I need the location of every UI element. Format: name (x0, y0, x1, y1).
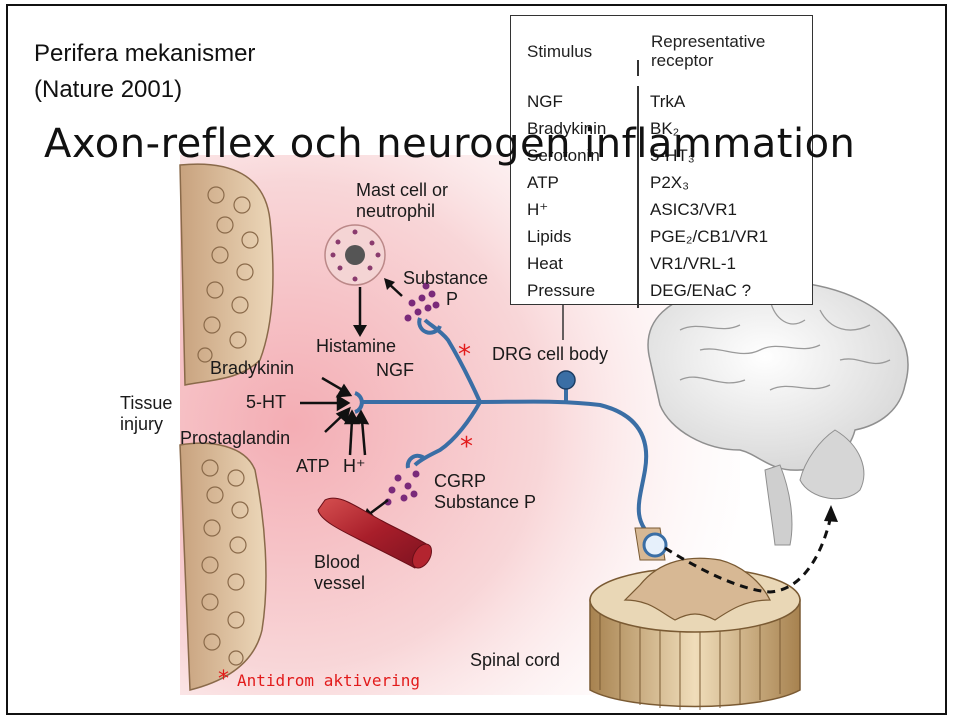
label-drg-cell-body: DRG cell body (492, 344, 608, 365)
asterisk-marker-top: * (458, 340, 471, 370)
label-substance-p-top-line2: P (446, 289, 458, 310)
label-spinal-cord: Spinal cord (470, 650, 560, 671)
table-row-receptor: VR1/VRL-1 (650, 254, 736, 274)
label-cgrp: CGRP (434, 471, 486, 492)
table-row-stimulus: Pressure (527, 281, 595, 301)
table-row-stimulus: H⁺ (527, 200, 548, 220)
label-bradykinin: Bradykinin (210, 358, 294, 379)
heading-line1: Perifera mekanismer (34, 40, 255, 68)
drg-cell-body (557, 371, 575, 389)
skin-tissue-upper (180, 164, 273, 385)
label-blood-vessel-line2: vessel (314, 573, 365, 594)
table-column-divider (637, 86, 639, 308)
footnote-asterisk: * (218, 667, 229, 692)
table-row-receptor: TrkA (650, 92, 685, 112)
label-5ht: 5-HT (246, 392, 286, 413)
table-row-receptor: ASIC3/VR1 (650, 200, 737, 220)
table-row-receptor: PGE₂/CB1/VR1 (650, 227, 768, 247)
slide-title: Axon-reflex och neurogen inflammation (44, 121, 855, 167)
mast-cell (325, 225, 385, 285)
label-atp: ATP (296, 456, 330, 477)
label-substance-p-top-line1: Substance (403, 268, 488, 289)
label-substance-p-bottom: Substance P (434, 492, 536, 513)
label-blood-vessel-line1: Blood (314, 552, 360, 573)
footnote: * Antidrom aktivering (218, 667, 420, 692)
table-header-receptor-line2: receptor (651, 51, 713, 70)
label-tissue-injury-line2: injury (120, 414, 163, 435)
label-mast-cell-line1: Mast cell or (356, 180, 448, 201)
table-header-stimulus: Stimulus (527, 42, 592, 61)
label-mast-cell-line2: neutrophil (356, 201, 435, 222)
footnote-text: Antidrom aktivering (237, 671, 420, 690)
table-row-stimulus: Lipids (527, 227, 571, 247)
label-tissue-injury-line1: Tissue (120, 393, 172, 414)
table-header-divider (637, 60, 639, 76)
label-histamine: Histamine (316, 336, 396, 357)
asterisk-marker-bottom: * (460, 432, 473, 462)
label-ngf: NGF (376, 360, 414, 381)
table-row-receptor: P2X₃ (650, 173, 689, 193)
table-row-stimulus: Heat (527, 254, 563, 274)
table-row-receptor: DEG/ENaC ? (650, 281, 751, 301)
table-header-receptor-line1: Representative (651, 32, 765, 51)
heading-line2: (Nature 2001) (34, 76, 182, 104)
label-h-plus: H⁺ (343, 456, 366, 477)
table-row-stimulus: ATP (527, 173, 559, 193)
table-row-stimulus: NGF (527, 92, 563, 112)
label-prostaglandin: Prostaglandin (180, 428, 290, 449)
